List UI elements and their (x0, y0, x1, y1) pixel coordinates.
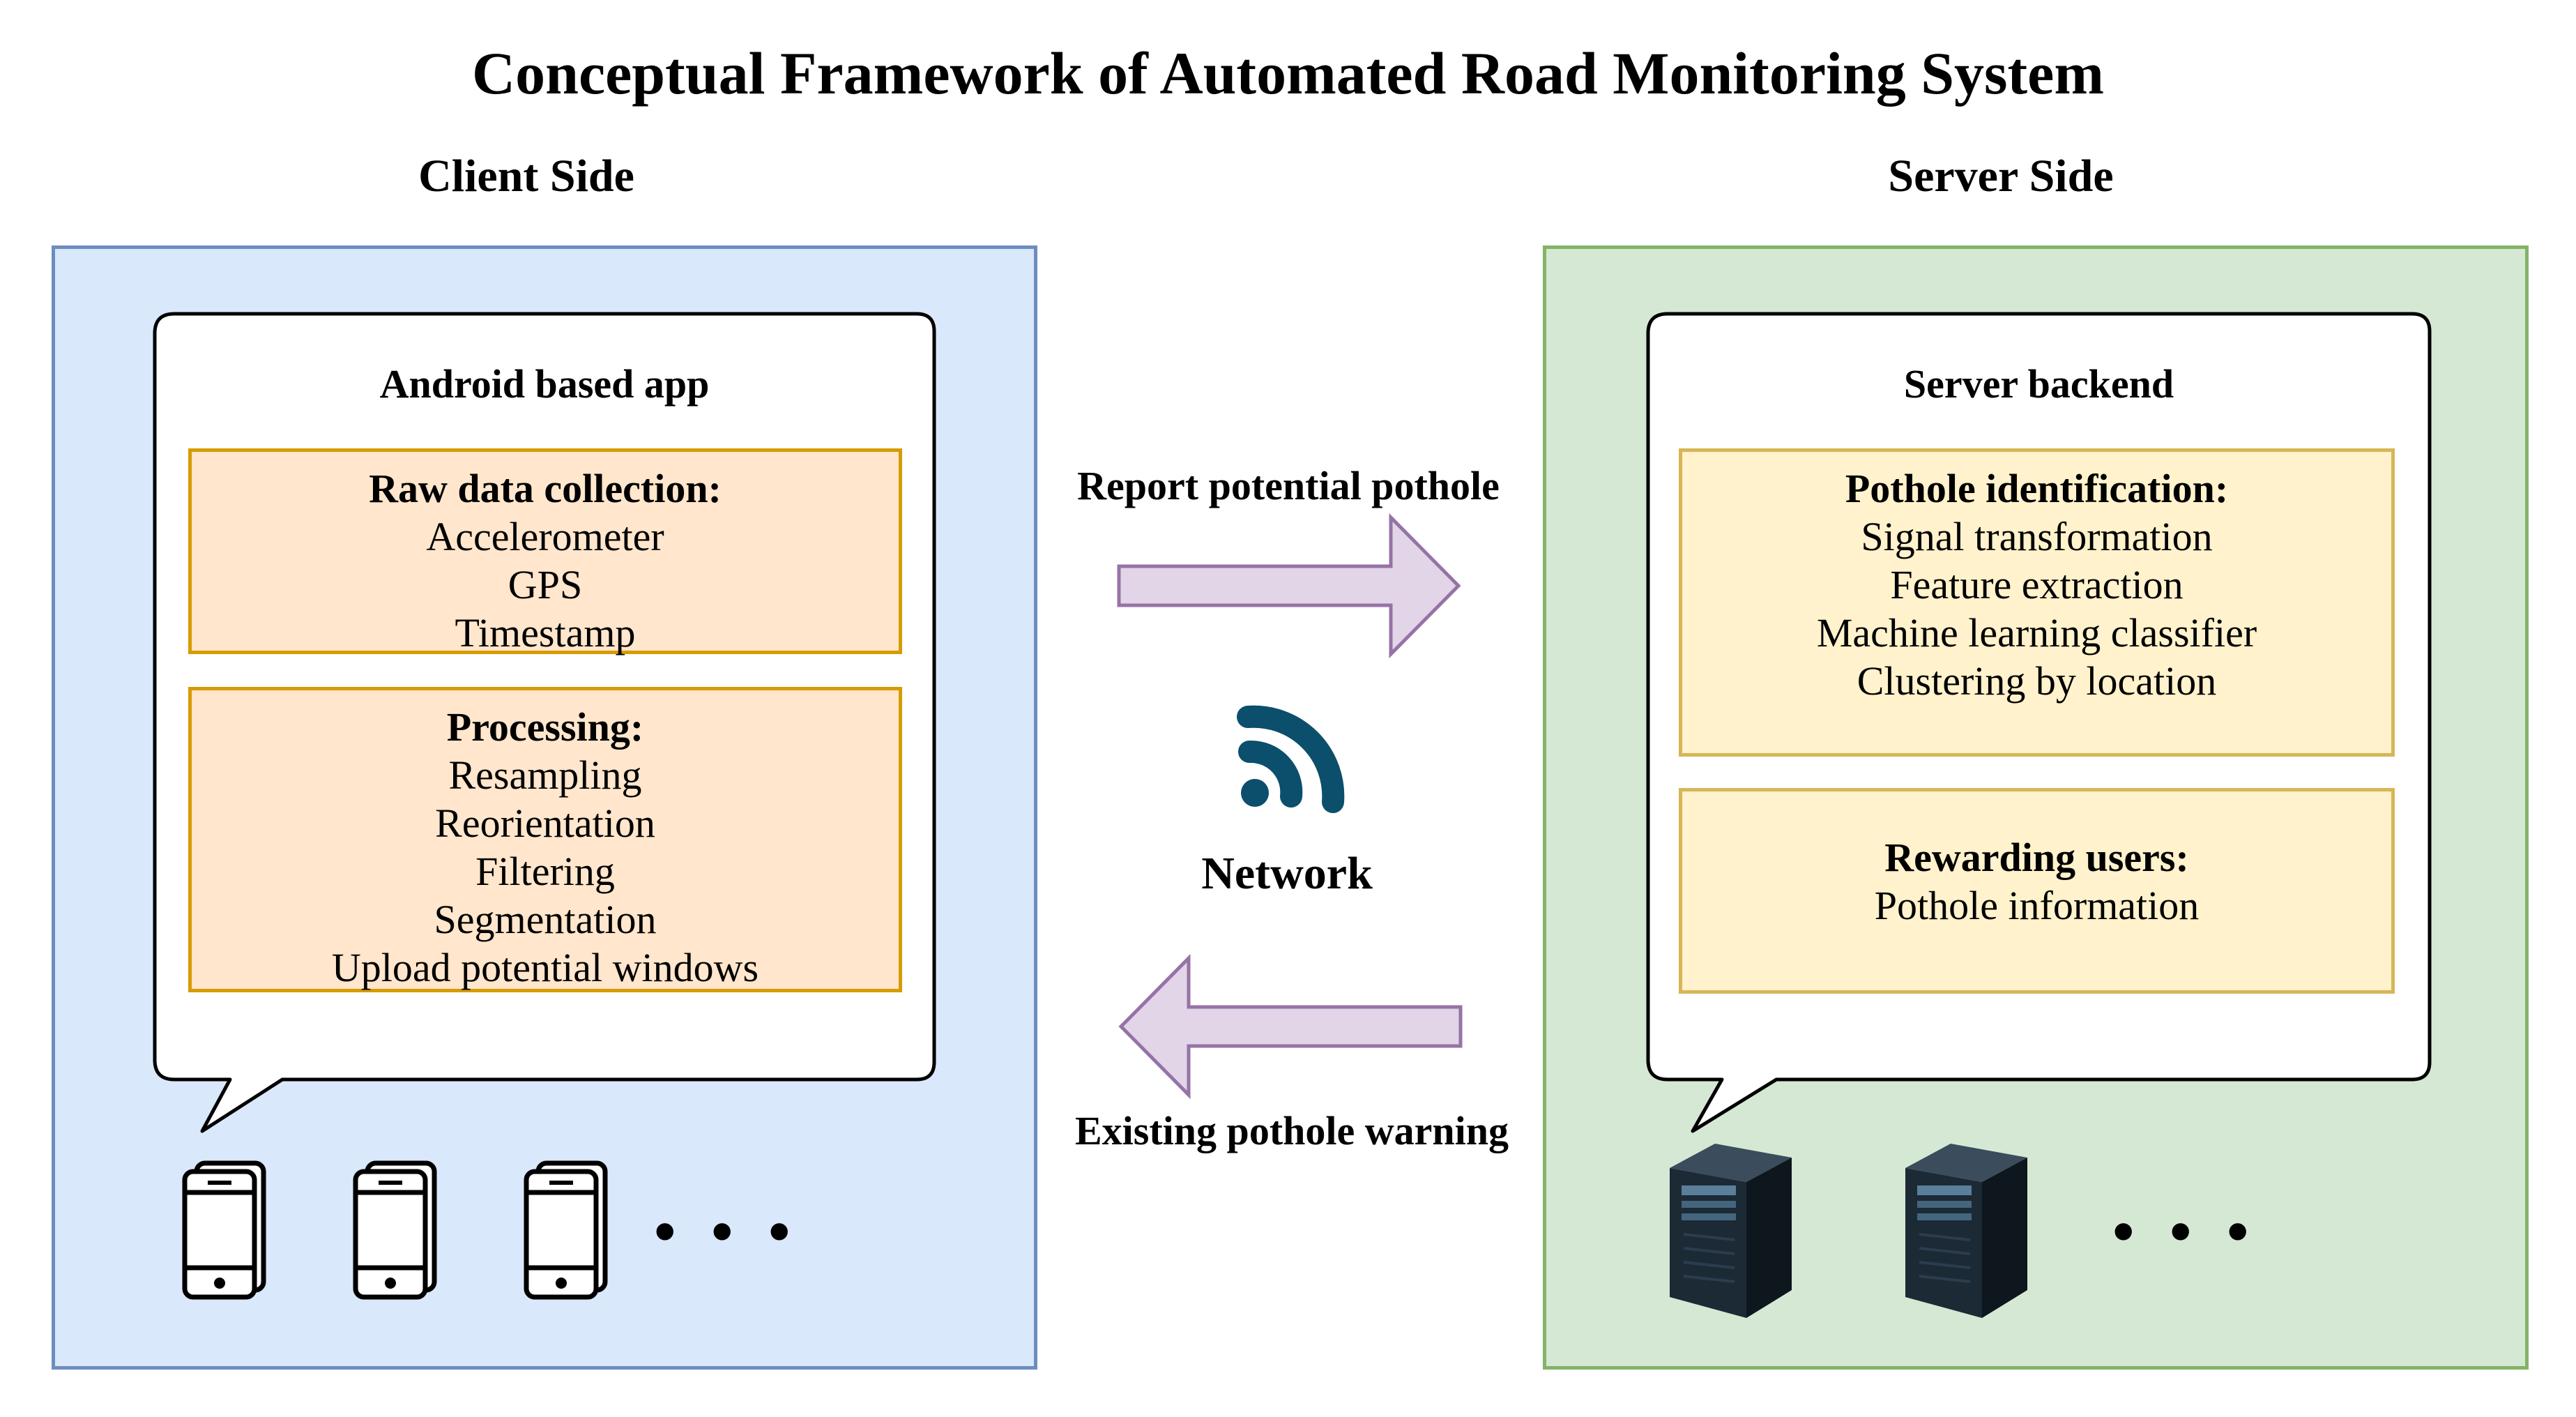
server-side-heading: Server Side (1888, 151, 2114, 202)
rewarding-users-header: Rewarding users: (1884, 835, 2189, 880)
raw-data-item: Accelerometer (426, 514, 664, 559)
processing-item: Segmentation (434, 897, 657, 942)
pothole-identification-box: Pothole identification: Signal transform… (1679, 448, 2395, 757)
warning-arrow (1118, 953, 1463, 1100)
raw-data-item: Timestamp (455, 610, 636, 656)
processing-item: Reorientation (435, 801, 655, 846)
raw-data-collection-box: Raw data collection: Accelerometer GPS T… (188, 448, 902, 656)
wifi-signal-icon (1237, 705, 1345, 813)
pothole-identification-item: Feature extraction (1890, 562, 2183, 607)
raw-data-header: Raw data collection: (369, 466, 722, 511)
client-side-heading: Client Side (418, 151, 634, 202)
processing-header: Processing: (446, 704, 644, 750)
pothole-identification-item: Clustering by location (1857, 658, 2217, 704)
rewarding-users-box: Rewarding users: Pothole information (1679, 788, 2395, 994)
existing-pothole-warning-label: Existing pothole warning (1075, 1108, 1509, 1153)
processing-item: Filtering (475, 849, 615, 894)
pothole-identification-header: Pothole identification: (1845, 466, 2229, 511)
processing-item: Resampling (448, 752, 642, 798)
more-devices-ellipsis: • • • (654, 1197, 800, 1266)
raw-data-item: GPS (508, 562, 583, 607)
smartphone-icon (353, 1160, 437, 1300)
rewarding-users-item: Pothole information (1874, 883, 2200, 928)
server-tower-icon (1905, 1144, 2027, 1318)
client-app-title: Android based app (379, 361, 710, 407)
report-arrow (1117, 513, 1461, 659)
diagram-title: Conceptual Framework of Automated Road M… (472, 40, 2104, 107)
report-potential-pothole-label: Report potential pothole (1077, 463, 1500, 508)
pothole-identification-item: Signal transformation (1861, 514, 2213, 559)
processing-box: Processing: Resampling Reorientation Fil… (188, 687, 902, 992)
smartphone-icon (524, 1160, 608, 1300)
server-backend-title: Server backend (1903, 361, 2174, 407)
pothole-identification-item: Machine learning classifier (1816, 610, 2257, 656)
smartphone-icon (182, 1160, 266, 1300)
more-servers-ellipsis: • • • (2112, 1197, 2259, 1266)
server-tower-icon (1670, 1144, 1792, 1318)
processing-item: Upload potential windows (331, 945, 759, 990)
network-label: Network (1201, 848, 1373, 899)
